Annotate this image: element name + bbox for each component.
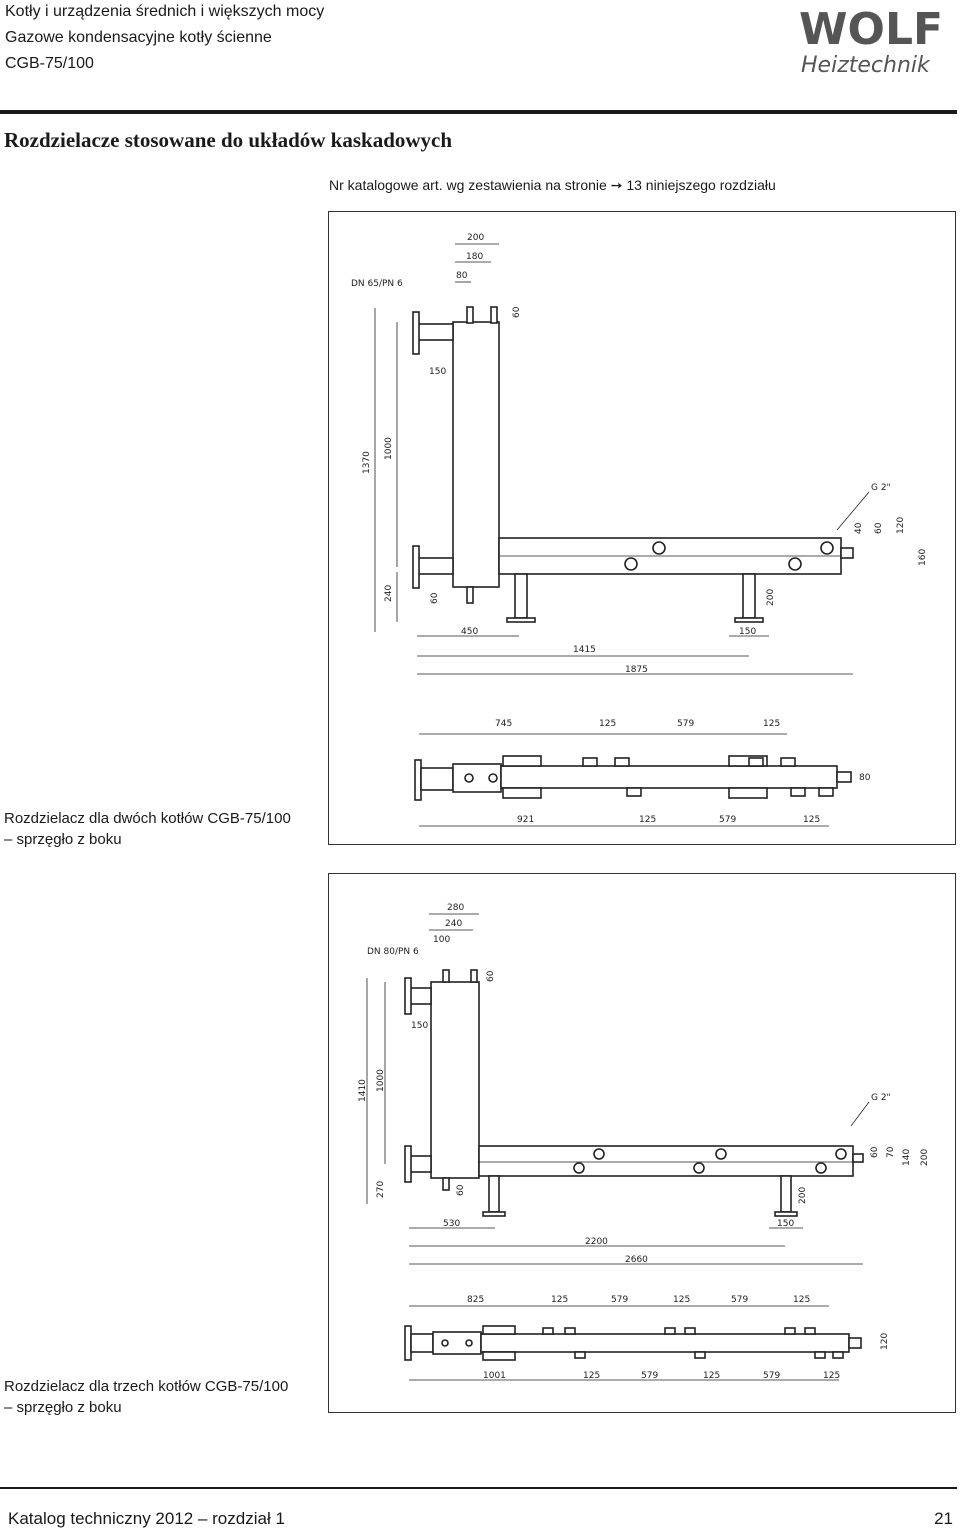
header-subcategory: Gazowe kondensacyjne kotły ścienne <box>5 29 272 46</box>
dim-70: 70 <box>886 1146 896 1158</box>
dim-140: 140 <box>902 1149 912 1166</box>
flange-label: DN 65/PN 6 <box>351 279 403 289</box>
thread-label: G 2" <box>871 1093 891 1103</box>
dim-240: 240 <box>445 919 462 929</box>
dim-1415: 1415 <box>573 645 596 655</box>
caption-three-boilers-line2: – sprzęgło z boku <box>4 1399 122 1416</box>
thread-label: G 2" <box>871 483 891 493</box>
plan-dim-1001: 1001 <box>483 1371 506 1381</box>
dim-200: 200 <box>467 233 484 243</box>
page-number: 21 <box>934 1509 953 1528</box>
plan-dim-125-top-c: 125 <box>793 1295 810 1305</box>
dim-200-leg: 200 <box>798 1187 808 1204</box>
dim-270: 270 <box>376 1181 386 1198</box>
caption-two-boilers-line2: – sprzęgło z boku <box>4 831 122 848</box>
dim-530: 530 <box>443 1219 460 1229</box>
plan-dim-80: 80 <box>859 773 871 783</box>
plan-dim-120: 120 <box>880 1333 890 1350</box>
dim-2660: 2660 <box>625 1255 648 1265</box>
reference-prefix: Nr katalogowe art. wg zestawienia na str… <box>329 177 607 193</box>
plan-dim-125-top-a: 125 <box>599 719 616 729</box>
flange-label: DN 80/PN 6 <box>367 947 419 957</box>
dim-200-right: 200 <box>920 1149 930 1166</box>
dim-60-right: 60 <box>870 1146 880 1158</box>
plan-dim-579-bottom: 579 <box>719 815 736 825</box>
drawing-panel-two-boilers: DN 65/PN 6 200 180 80 60 150 1370 1000 2… <box>328 211 956 845</box>
dim-120: 120 <box>896 517 906 534</box>
dim-150-leg: 150 <box>777 1219 794 1229</box>
plan-dim-579-top-a: 579 <box>611 1295 628 1305</box>
plan-dim-125-bottom-b: 125 <box>803 815 820 825</box>
catalog-reference: Nr katalogowe art. wg zestawienia na str… <box>329 177 776 194</box>
plan-dim-125-bottom-c: 125 <box>823 1371 840 1381</box>
plan-dim-125-top-b: 125 <box>763 719 780 729</box>
dim-1875: 1875 <box>625 665 648 675</box>
dim-100: 100 <box>433 935 450 945</box>
dim-160: 160 <box>918 549 928 566</box>
drawing-panel-three-boilers: DN 80/PN 6 280 240 100 60 150 1410 1000 … <box>328 873 956 1413</box>
caption-three-boilers-line1: Rozdzielacz dla trzech kotłów CGB-75/100 <box>4 1378 289 1395</box>
dim-60-bottom: 60 <box>456 1184 466 1196</box>
header-model: CGB-75/100 <box>5 55 94 72</box>
logo-subtitle: Heiztechnik <box>801 53 931 76</box>
dim-40: 40 <box>854 522 864 534</box>
plan-dim-579-top-b: 579 <box>731 1295 748 1305</box>
plan-dim-579-bottom-b: 579 <box>763 1371 780 1381</box>
plan-dim-921: 921 <box>517 815 534 825</box>
footer-catalog: Katalog techniczny 2012 – rozdział 1 <box>8 1509 285 1528</box>
reference-suffix: 13 niniejszego rozdziału <box>626 177 776 193</box>
header-divider <box>0 110 957 114</box>
dim-450: 450 <box>461 627 478 637</box>
dim-1000: 1000 <box>376 1069 386 1092</box>
plan-dim-579-bottom-a: 579 <box>641 1371 658 1381</box>
caption-two-boilers-line1: Rozdzielacz dla dwóch kotłów CGB-75/100 <box>4 810 291 827</box>
caption-two-boilers: Rozdzielacz dla dwóch kotłów CGB-75/100 … <box>4 808 291 850</box>
technical-drawing-three-boilers: DN 80/PN 6 280 240 100 60 150 1410 1000 … <box>358 903 930 1381</box>
plan-dim-125-bottom-a: 125 <box>639 815 656 825</box>
logo-wordmark: WOLF <box>799 4 943 55</box>
wolf-logo: WOLF Heiztechnik <box>799 4 943 76</box>
dim-80: 80 <box>456 271 468 281</box>
dim-60-top: 60 <box>512 306 522 318</box>
plan-dim-125-top-a: 125 <box>551 1295 568 1305</box>
dim-60-top: 60 <box>486 970 496 982</box>
plan-dim-125-bottom-b: 125 <box>703 1371 720 1381</box>
technical-drawing-two-boilers: DN 65/PN 6 200 180 80 60 150 1370 1000 2… <box>351 233 928 827</box>
dim-60-right: 60 <box>874 522 884 534</box>
dim-240: 240 <box>384 585 394 602</box>
dim-60-bottom: 60 <box>430 592 440 604</box>
plan-dim-125-bottom-a: 125 <box>583 1371 600 1381</box>
plan-dim-579-top: 579 <box>677 719 694 729</box>
footer-divider <box>0 1487 957 1489</box>
plan-dim-125-top-b: 125 <box>673 1295 690 1305</box>
plan-dim-745: 745 <box>495 719 512 729</box>
dim-200-leg: 200 <box>766 589 776 606</box>
dim-150-coupler: 150 <box>429 367 446 377</box>
dim-2200: 2200 <box>585 1237 608 1247</box>
plan-dim-825: 825 <box>467 1295 484 1305</box>
dim-1370: 1370 <box>362 451 372 474</box>
arrow-icon: ➙ <box>610 177 623 193</box>
section-title: Rozdzielacze stosowane do układów kaskad… <box>4 128 453 152</box>
dim-150-leg: 150 <box>739 627 756 637</box>
dim-150-coupler: 150 <box>411 1021 428 1031</box>
dim-180: 180 <box>466 252 483 262</box>
dim-1000: 1000 <box>384 437 394 460</box>
caption-three-boilers: Rozdzielacz dla trzech kotłów CGB-75/100… <box>4 1376 288 1418</box>
dim-280: 280 <box>447 903 464 913</box>
header-category: Kotły i urządzenia średnich i większych … <box>5 3 325 20</box>
dim-1410: 1410 <box>358 1079 368 1102</box>
